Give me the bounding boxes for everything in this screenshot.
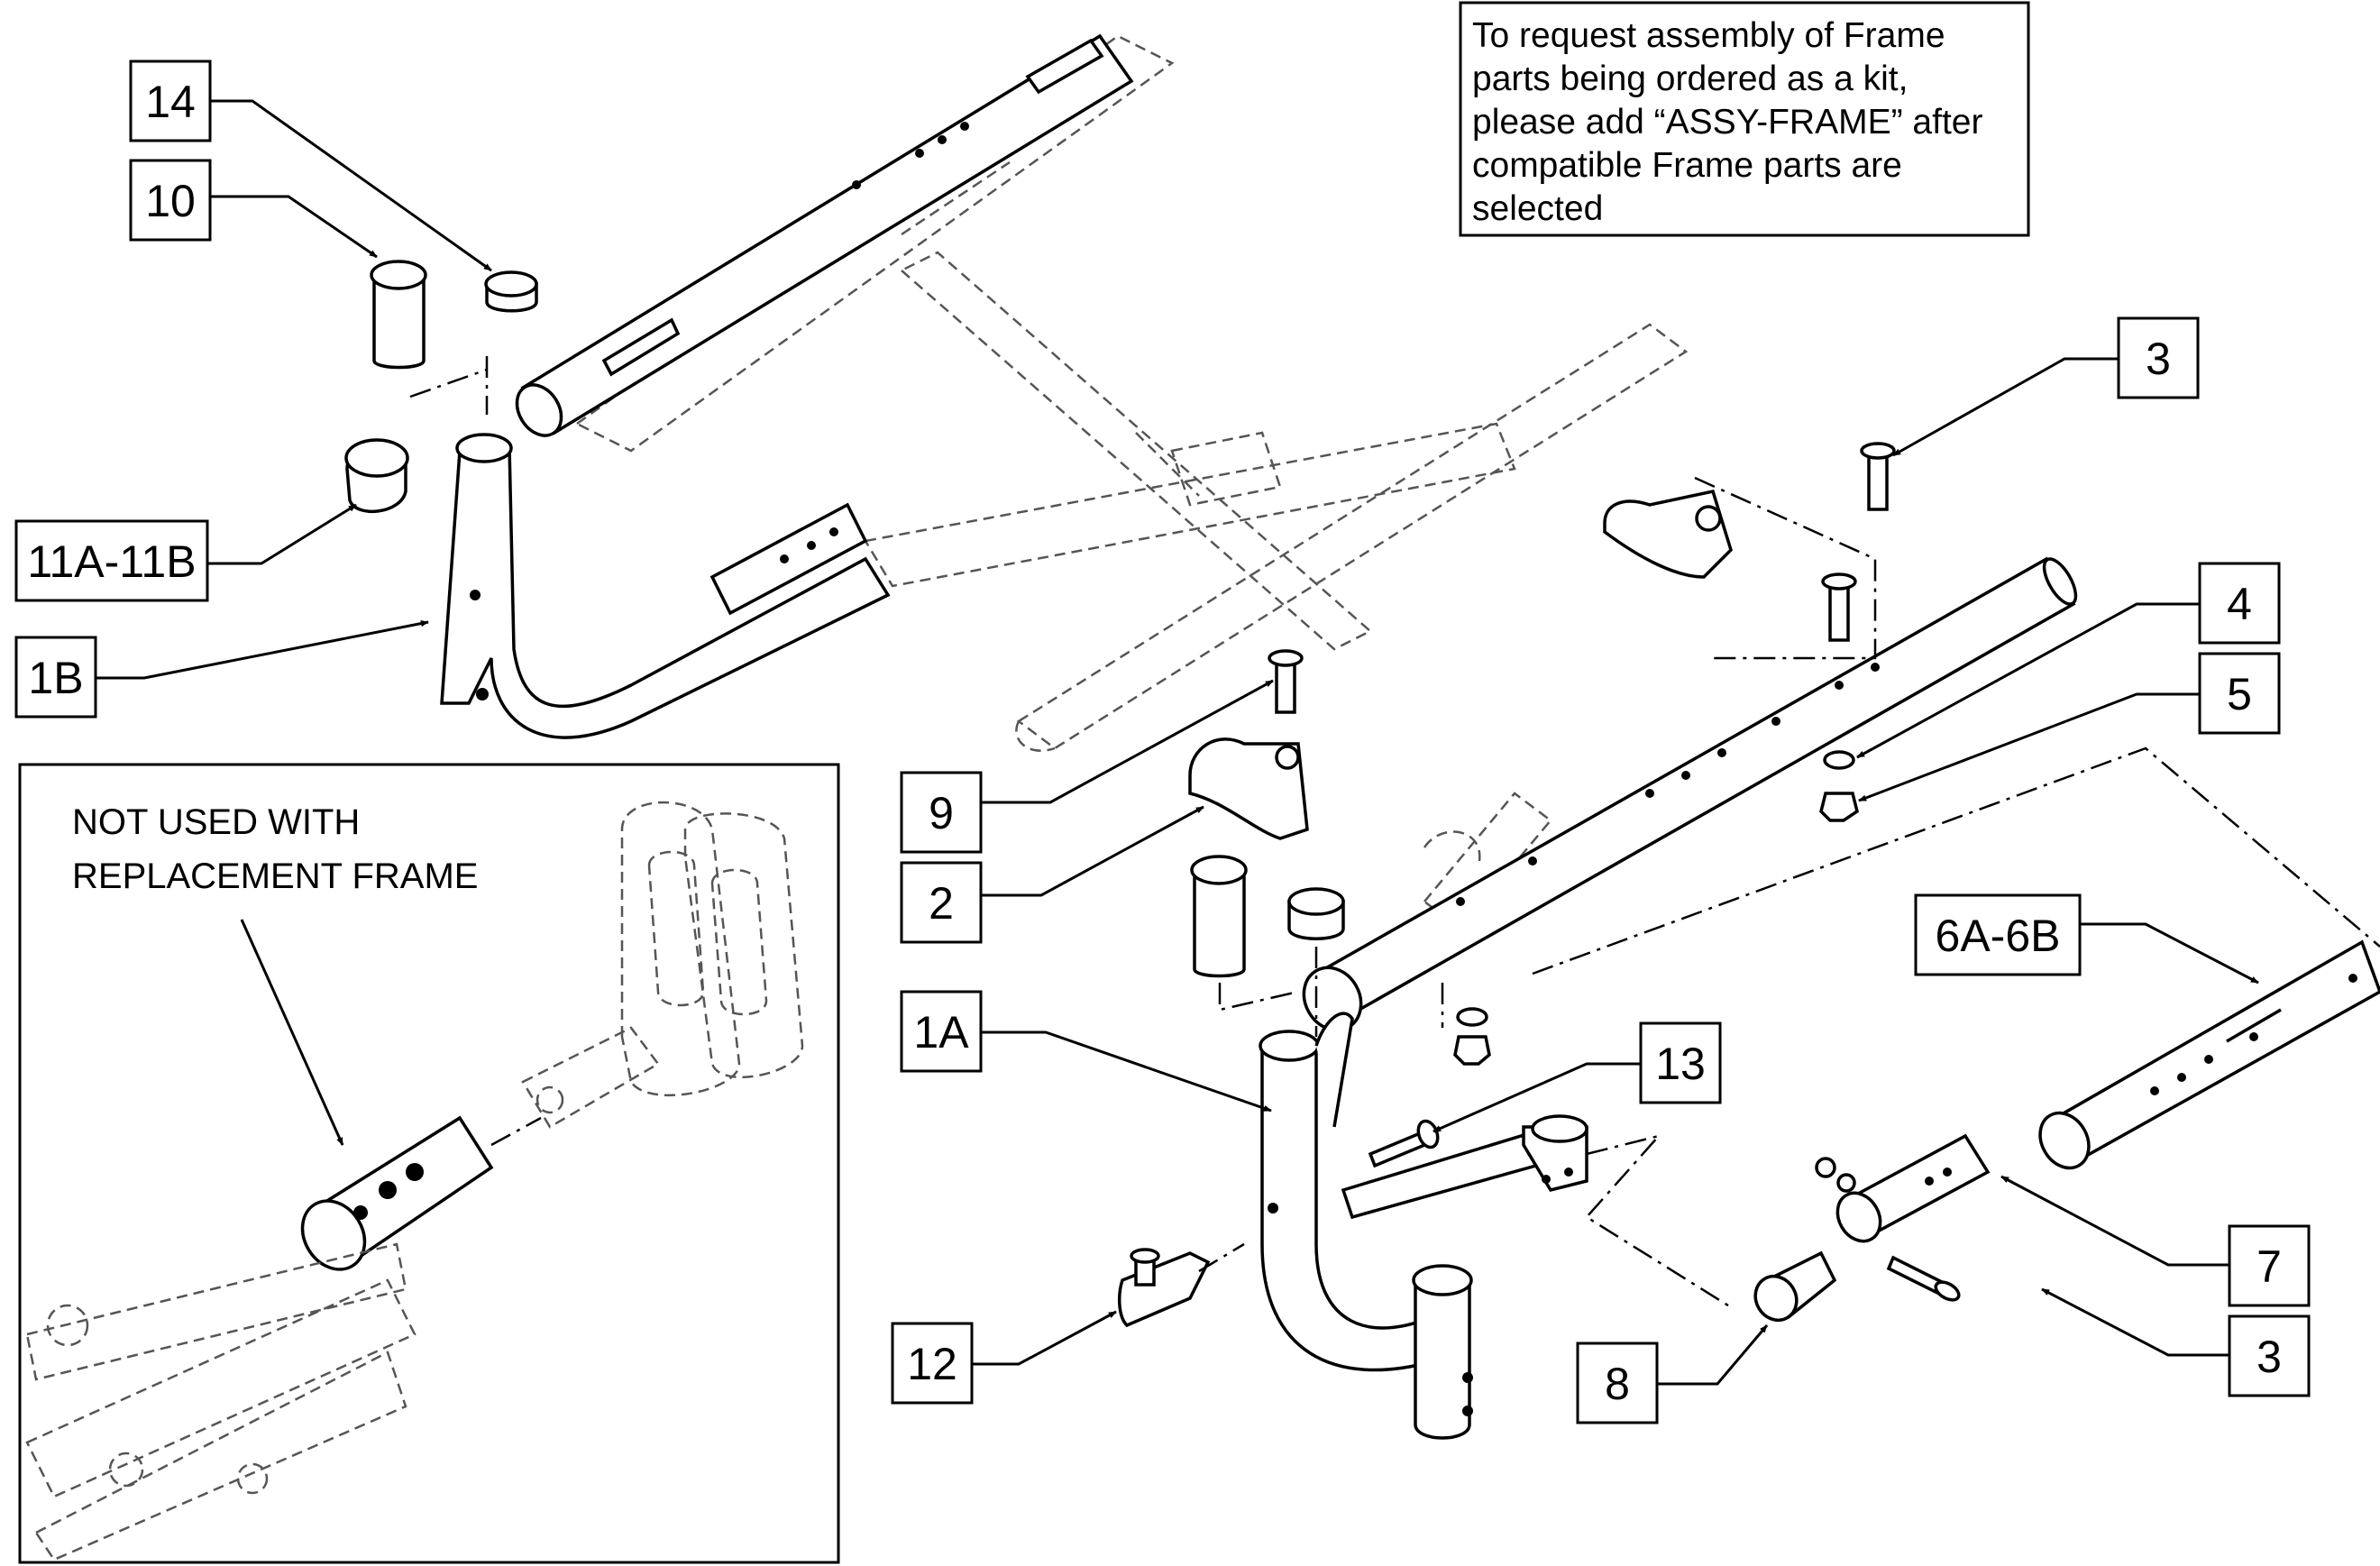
inset-leader — [240, 919, 344, 1146]
callout-10: 10 — [129, 159, 378, 259]
callout-14: 14 — [129, 60, 492, 272]
axis-line — [490, 1116, 542, 1147]
callout-1b: 1B — [14, 620, 429, 719]
callout-label: 14 — [145, 77, 196, 127]
axis-line — [1585, 1133, 1732, 1309]
inset-caption-line: NOT USED WITH — [72, 802, 360, 842]
callout-3-bottom: 3 — [2041, 1287, 2311, 1397]
plug-part-14 — [484, 270, 538, 313]
axis-line — [1218, 983, 1299, 1012]
callout-label: 5 — [2227, 669, 2252, 719]
clamp-part-2 — [1188, 737, 1309, 840]
sleeve-part-10 — [370, 260, 427, 370]
callout-11a-11b: 11A-11B — [14, 503, 357, 602]
callout-label: 12 — [907, 1339, 957, 1389]
callout-label: 1B — [28, 653, 83, 703]
note-line: please add “ASSY-FRAME” after — [1472, 103, 1982, 142]
callout-1a: 1A — [900, 990, 1272, 1113]
callout-label: 6A-6B — [1936, 911, 2061, 961]
callout-12: 12 — [891, 1310, 1117, 1405]
sleeve-near-1a — [1190, 855, 1248, 978]
callout-label: 9 — [929, 788, 954, 838]
axis-line — [1694, 476, 1877, 660]
note-line: To request assembly of Frame — [1472, 16, 1945, 55]
bracket-part-12 — [1117, 1248, 1211, 1328]
callout-label: 11A-11B — [27, 536, 196, 587]
axis-line — [1198, 1242, 1245, 1273]
callout-label: 7 — [2256, 1241, 2282, 1292]
plug-near-1a — [1287, 887, 1345, 940]
bushing-part-8 — [1753, 1250, 1837, 1323]
callout-9: 9 — [900, 679, 1274, 854]
callout-7: 7 — [2000, 1175, 2311, 1307]
callout-label: 10 — [145, 176, 196, 226]
assembly-note: To request assembly of Frame parts being… — [1459, 1, 2030, 237]
inset-bracket-ghost — [521, 801, 804, 1129]
callout-5: 5 — [1858, 652, 2281, 802]
ghost-frame — [574, 34, 1689, 930]
axis-line — [409, 368, 488, 398]
callout-label: 3 — [2256, 1332, 2282, 1382]
nut-part-5 — [1819, 792, 1859, 822]
inset-caption-line: REPLACEMENT FRAME — [72, 856, 478, 896]
screw-part-3-bottom — [1886, 1255, 1961, 1302]
tube-part-6a-6b — [2038, 939, 2380, 1170]
callout-8: 8 — [1576, 1324, 1769, 1424]
callout-label: 1A — [913, 1007, 969, 1058]
screw-part-9 — [1268, 649, 1304, 714]
callout-label: 3 — [2146, 334, 2171, 384]
inset-panel: NOT USED WITH REPLACEMENT FRAME — [18, 763, 840, 1564]
callout-label: 2 — [929, 878, 954, 929]
axis-line — [1532, 746, 2380, 975]
note-line: selected — [1472, 189, 1603, 228]
clamp-part-upper — [1603, 489, 1733, 579]
frame-part-1b — [440, 33, 1134, 739]
frame-part-1a — [1259, 556, 2078, 1440]
inset-sleeve — [300, 1115, 494, 1271]
note-line: compatible Frame parts are — [1472, 146, 1902, 185]
inset-frame-ghost — [25, 1242, 416, 1561]
callout-label: 8 — [1605, 1359, 1630, 1409]
note-line: parts being ordered as a kit, — [1472, 60, 1908, 98]
screw-part-3-top — [1860, 442, 1896, 511]
callout-2: 2 — [900, 805, 1204, 944]
washer-part-4 — [1823, 750, 1855, 770]
screw-part-3-middle — [1821, 572, 1857, 642]
washer-nut-lower — [1453, 1007, 1491, 1066]
callout-4: 4 — [1856, 562, 2281, 759]
callout-6a-6b: 6A-6B — [1914, 893, 2259, 984]
clamp-part-7 — [1815, 1133, 1991, 1243]
cap-part-11a-11b — [344, 438, 409, 514]
callout-3-top: 3 — [1892, 316, 2200, 457]
bolt-part-13 — [1368, 1119, 1440, 1168]
callout-label: 13 — [1655, 1039, 1706, 1089]
callout-label: 4 — [2227, 579, 2252, 629]
callout-13: 13 — [1433, 1021, 1722, 1133]
